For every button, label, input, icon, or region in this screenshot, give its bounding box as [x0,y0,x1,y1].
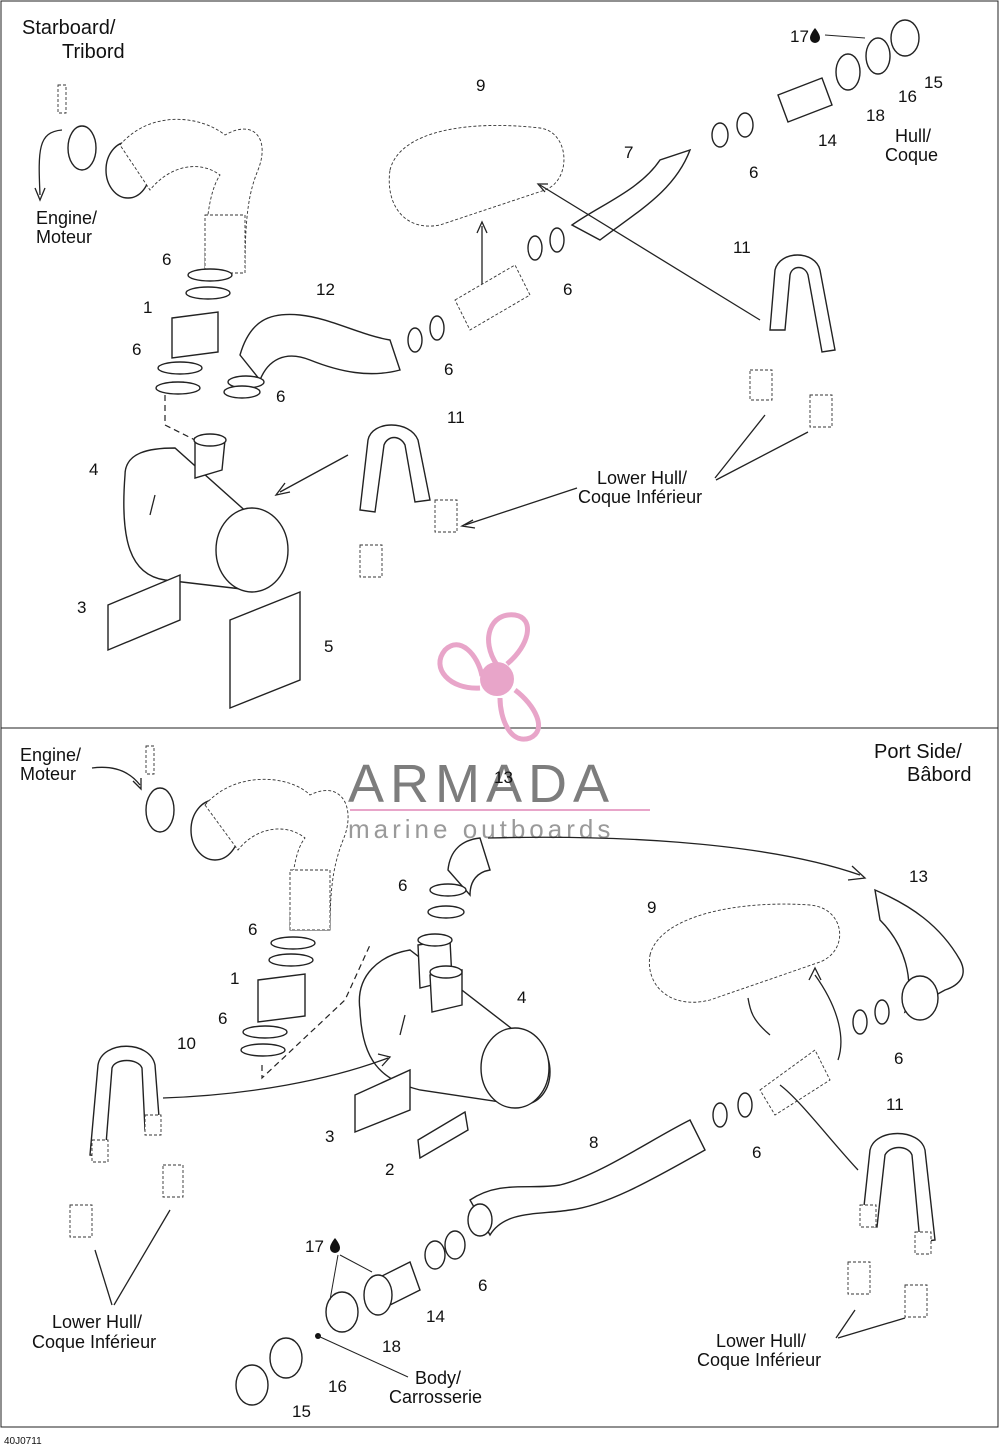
part-number-15: 15 [292,1402,311,1421]
engine-label-bottom-line1: Engine/ [20,745,81,765]
starboard-heading-line2: Tribord [62,41,125,63]
part-number-14: 14 [818,131,837,150]
part-number-10: 10 [177,1034,196,1053]
part-number-6: 6 [444,360,453,379]
part-number-13: 13 [494,768,513,787]
part-number-1: 1 [143,298,152,317]
part-number-3: 3 [77,598,86,617]
part-number-15: 15 [924,73,943,92]
top-panel: Starboard/ Tribord Engine/ Moteur [22,17,943,710]
part-number-13: 13 [909,867,928,886]
engine-arrow [38,129,63,196]
part-number-16: 16 [328,1377,347,1396]
port-heading-line2: Bâbord [907,764,972,786]
lower-hull-label-right-line2: Coque Inférieur [697,1350,821,1370]
engine-label-bottom-line2: Moteur [20,764,76,784]
part-number-1: 1 [230,969,239,988]
hose-8-bottom [469,1119,706,1237]
bottom-panel: Port Side/ Bâbord Engine/ Moteur [20,741,972,1421]
part-number-6: 6 [749,163,758,182]
starboard-heading-line1: Starboard/ [22,17,116,39]
lower-hull-label-right-line1: Lower Hull/ [716,1331,806,1351]
part-number-17: 17 [305,1237,324,1256]
hose-13-right [874,888,964,1014]
support-5-top [229,590,301,710]
part-number-6: 6 [248,920,257,939]
part-number-7: 7 [624,143,633,162]
hose-12-top [239,313,401,382]
outlet-14-top [777,77,833,123]
part-number-18: 18 [866,106,885,125]
lower-hull-label-top-line2: Coque Inférieur [578,487,702,507]
figure-code: 40J0711 [4,1436,42,1447]
part-number-4: 4 [517,988,526,1007]
part-number-11: 11 [733,238,751,257]
strap-11-right-top [769,254,836,353]
part-number-4: 4 [89,460,98,479]
hull-label-line1: Hull/ [895,126,931,146]
engine-label-top-line2: Moteur [36,227,92,247]
hose-13-upper [447,837,491,897]
resonator-9-bottom [648,903,841,1003]
part-number-6: 6 [218,1009,227,1028]
coupler-1-top [171,311,219,359]
body-label-line1: Body/ [415,1368,461,1388]
part-number-12: 12 [316,280,335,299]
part-number-6: 6 [563,280,572,299]
part-number-6: 6 [162,250,171,269]
part-number-6: 6 [752,1143,761,1162]
watermark-name: ARMADA [348,754,615,814]
part-number-18: 18 [382,1337,401,1356]
part-number-5: 5 [324,637,333,656]
part-number-17: 17 [790,27,809,46]
hose-7-top [570,148,692,241]
engine-label-top-line1: Engine/ [36,208,97,228]
part-number-3: 3 [325,1127,334,1146]
lower-hull-label-left-line2: Coque Inférieur [32,1332,156,1352]
part-number-14: 14 [426,1307,445,1326]
part-number-2: 2 [385,1160,394,1179]
oil-drop-icon-bottom [330,1238,340,1253]
part-number-9: 9 [647,898,656,917]
lower-hull-label-top-line1: Lower Hull/ [597,468,687,488]
strap-11-bottom [861,1132,936,1243]
part-number-6: 6 [398,876,407,895]
port-heading-line1: Port Side/ [874,741,962,763]
part-number-6: 6 [478,1276,487,1295]
part-number-16: 16 [898,87,917,106]
coupler-1-bottom [257,973,306,1023]
part-number-11: 11 [886,1095,904,1114]
part-number-8: 8 [589,1133,598,1152]
armada-watermark: ARMADA marine outboards [348,612,650,844]
strap-11-left-top [359,424,431,513]
part-number-11: 11 [447,408,465,427]
body-label-line2: Carrosserie [389,1387,482,1407]
part-number-6: 6 [894,1049,903,1068]
hull-label-line2: Coque [885,145,938,165]
support-3-bottom [354,1068,411,1134]
part-number-9: 9 [476,76,485,95]
resonator-9-top [388,125,565,227]
support-3-top [107,573,181,652]
lower-hull-label-left-line1: Lower Hull/ [52,1312,142,1332]
oil-drop-icon-top [810,28,820,43]
block-2-bottom [417,1110,469,1160]
part-number-6: 6 [276,387,285,406]
propeller-logo-icon [437,612,542,742]
part-number-6: 6 [132,340,141,359]
